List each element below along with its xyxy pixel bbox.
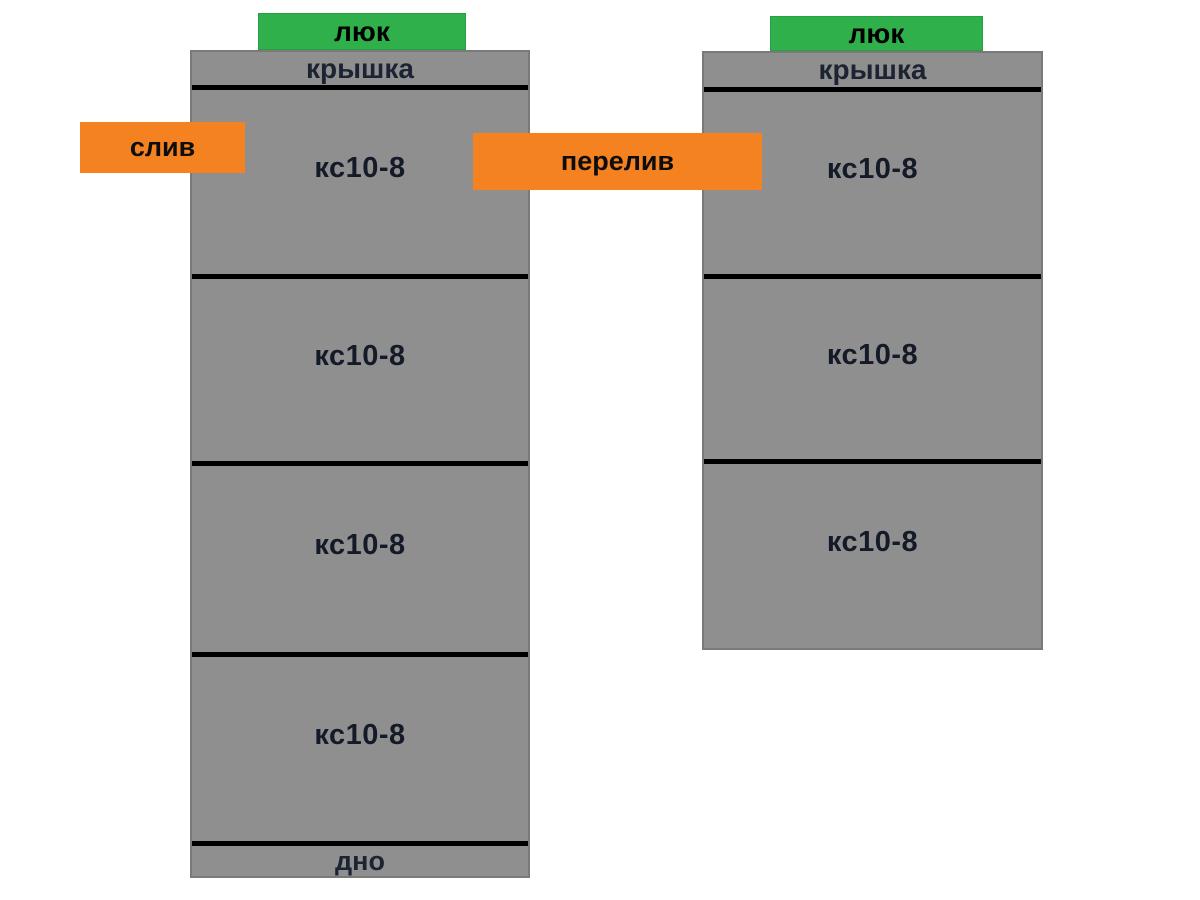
left-ring-segment-1: кс10-8 bbox=[192, 90, 528, 279]
left-ring-label-1: кс10-8 bbox=[314, 151, 406, 184]
right-ring-label-3: кс10-8 bbox=[826, 525, 919, 558]
right-ring-label-1: кс10-8 bbox=[826, 152, 919, 185]
right-cover-band: крышка bbox=[704, 53, 1041, 92]
drain-pipe-block: слив bbox=[80, 122, 245, 173]
left-cover-band: крышка bbox=[192, 52, 528, 90]
right-ring-segment-3: кс10-8 bbox=[704, 464, 1041, 648]
left-ring-label-3: кс10-8 bbox=[314, 528, 406, 561]
right-ring-segment-2: кс10-8 bbox=[704, 279, 1041, 464]
left-cover-label: крышка bbox=[306, 52, 414, 84]
right-ring-segment-1: кс10-8 bbox=[704, 92, 1041, 279]
right-hatch-block: люк bbox=[770, 16, 983, 51]
right-hatch-label: люк bbox=[848, 17, 905, 49]
drain-pipe-label: слив bbox=[129, 132, 196, 162]
left-hatch-block: люк bbox=[258, 13, 466, 50]
left-ring-segment-2: кс10-8 bbox=[192, 279, 528, 466]
overflow-pipe-label: перелив bbox=[560, 146, 675, 176]
left-hatch-label: люк bbox=[334, 15, 390, 47]
left-ring-label-2: кс10-8 bbox=[314, 339, 406, 372]
right-ring-label-2: кс10-8 bbox=[826, 338, 919, 371]
left-bottom-band: дно bbox=[192, 846, 528, 877]
left-ring-label-4: кс10-8 bbox=[314, 718, 406, 751]
left-ring-segment-3: кс10-8 bbox=[192, 466, 528, 657]
overflow-pipe-block: перелив bbox=[473, 133, 762, 190]
left-ring-segment-4: кс10-8 bbox=[192, 657, 528, 846]
left-bottom-label: дно bbox=[335, 846, 385, 876]
right-cover-label: крышка bbox=[818, 54, 927, 85]
